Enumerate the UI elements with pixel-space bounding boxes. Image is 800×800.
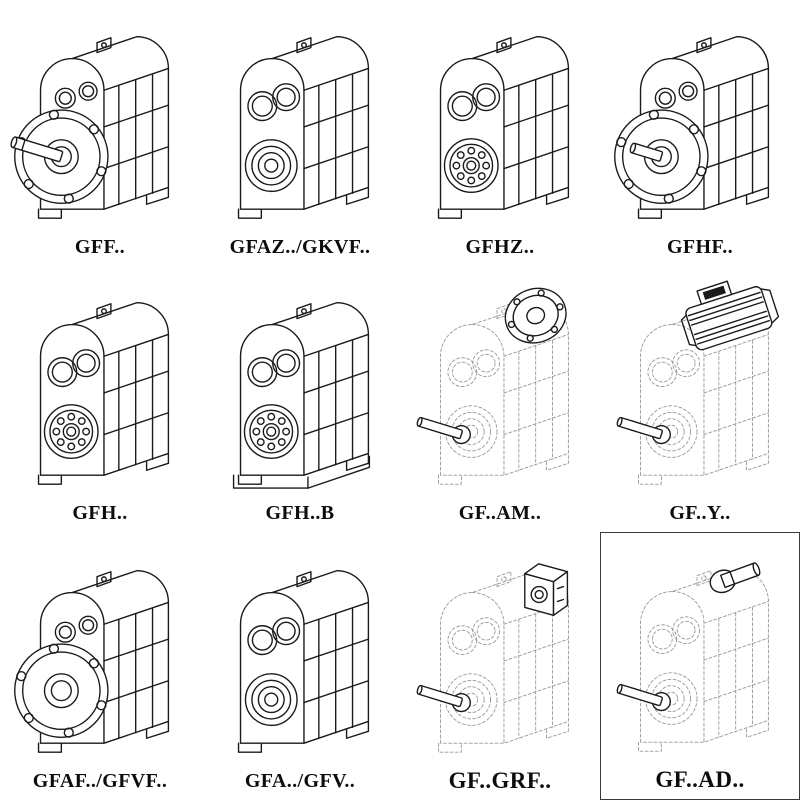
gearbox-drawing-gfad	[615, 557, 769, 752]
gearbox-drawing-gfaf	[14, 570, 170, 753]
model-label: GFH..B	[265, 502, 335, 524]
product-cell-gfhf: GFHF..	[600, 0, 800, 266]
gearbox-drawing-gfaz	[237, 36, 370, 219]
gearbox-drawing-gfgrf	[415, 563, 569, 753]
product-cell-gfa: GFA../GFV..	[200, 532, 400, 800]
gearbox-drawing-gfam	[415, 279, 575, 485]
product-cell-gfaf: GFAF../GFVF..	[0, 532, 200, 800]
product-cell-gff: GFF..	[0, 0, 200, 266]
model-label: GF..GRF..	[448, 768, 552, 793]
product-cell-gfh: GFH..	[0, 266, 200, 532]
product-cell-gfgrf: GF..GRF..	[400, 532, 600, 800]
gearbox-drawing-gfy	[615, 272, 782, 485]
product-cell-gfam: GF..AM..	[400, 266, 600, 532]
model-label: GFF..	[74, 236, 126, 258]
model-label: GFH..	[72, 502, 128, 524]
model-label: GFHF..	[666, 236, 734, 258]
gearbox-drawing-gfhb	[232, 302, 371, 489]
product-cell-gfaz: GFAZ../GKVF..	[200, 0, 400, 266]
product-cell-gfhb: GFH..B	[200, 266, 400, 532]
model-label: GFAZ../GKVF..	[229, 236, 371, 258]
gearbox-drawing-gfhz	[437, 36, 570, 219]
model-label: GF..AM..	[458, 502, 542, 524]
gearbox-drawing-gfa	[237, 570, 370, 753]
product-cell-gfy: GF..Y..	[600, 266, 800, 532]
gearbox-drawing-gff	[9, 36, 170, 219]
gearbox-drawing-gfhf	[614, 36, 770, 219]
model-label: GFHZ..	[465, 236, 535, 258]
model-label: GF..AD..	[655, 767, 745, 792]
model-label: GF..Y..	[669, 502, 731, 524]
model-label: GFAF../GFVF..	[32, 770, 168, 792]
gearbox-drawing-gfh	[37, 302, 170, 485]
product-cell-gfad: GF..AD..	[600, 532, 800, 800]
product-cell-gfhz: GFHZ..	[400, 0, 600, 266]
model-label: GFA../GFV..	[244, 770, 356, 792]
